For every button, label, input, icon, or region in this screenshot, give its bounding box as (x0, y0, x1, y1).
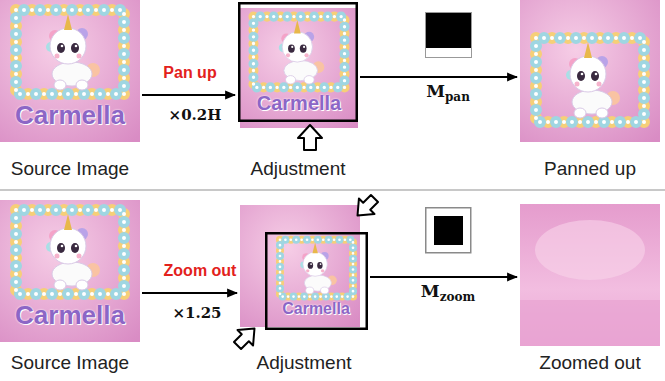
zoom-arrow (350, 191, 383, 224)
zoom-mask (426, 208, 471, 253)
flow-arrow (370, 276, 517, 278)
zoom-arrow (230, 321, 263, 354)
zoomed-image (520, 204, 660, 346)
image-lettering: Carmella (15, 300, 125, 330)
crop-frame (239, 3, 357, 121)
operation-label: Zoom out (164, 262, 237, 279)
pan-up-arrow (298, 125, 322, 150)
label-slot: Carmella (15, 100, 125, 130)
unicorn-picture (16, 10, 124, 94)
image-caption: Panned up (544, 158, 636, 179)
image-panel: Panned up (520, 0, 660, 142)
unicorn-picture (16, 210, 124, 294)
zoom-arrow-shape (350, 191, 383, 224)
unicorn-picture (253, 17, 344, 88)
image-lettering: Carmella (282, 300, 350, 317)
mask-subscript: pan (445, 90, 470, 104)
panned-image (520, 0, 660, 142)
label-slot: Carmella (15, 300, 125, 330)
image-caption: Source Image (11, 158, 129, 179)
flow-arrow (142, 94, 235, 96)
floor (520, 300, 660, 346)
image-caption: Adjustment (250, 158, 345, 179)
caption-slot: Source Image (0, 158, 180, 180)
pan-mask-strip (425, 48, 472, 58)
caption-slot: Panned up (480, 158, 665, 180)
flow-arrow (142, 292, 237, 294)
label-slot: ×0.2H (169, 105, 222, 125)
caption-slot: Source Image (0, 352, 180, 374)
panned-picture (536, 38, 644, 122)
label-slot: Mzoom (421, 281, 475, 301)
edge-label-slot: Pan up (163, 63, 216, 83)
label-slot: Mpan (426, 81, 470, 101)
edge-label-slot: Zoom out (164, 261, 237, 281)
crop-frame (266, 233, 367, 329)
mask-symbol: M (426, 81, 445, 101)
caption-slot: Adjustment (198, 158, 398, 180)
label-slot: Carmella (282, 300, 350, 318)
unicorn-picture (280, 240, 353, 297)
image-caption: Zoomed out (539, 352, 640, 373)
zoom-mask-core (434, 216, 463, 245)
mask-symbol: M (421, 281, 440, 301)
zoom-arrow-shape (230, 321, 263, 354)
caption-slot: Adjustment (200, 352, 408, 374)
amount-label: ×0.2H (169, 106, 222, 124)
image-caption: Adjustment (256, 352, 351, 373)
adjusted-image (240, 205, 360, 327)
image-panel: Zoomed out (520, 204, 660, 346)
row-separator (0, 189, 665, 191)
adjusted-image (240, 8, 358, 128)
image-caption: Source Image (11, 352, 129, 373)
source-image (0, 0, 140, 142)
pan-mask (425, 12, 472, 58)
wall-glow (535, 220, 645, 280)
image-lettering: Carmella (15, 100, 125, 130)
pan-mask-border (426, 13, 472, 58)
label-slot: Carmella (257, 92, 342, 115)
image-lettering: Carmella (257, 92, 342, 114)
mask-subscript: zoom (440, 290, 476, 304)
unicorn-picture (536, 38, 644, 122)
caption-slot: Zoomed out (480, 352, 665, 374)
flow-arrow (360, 76, 517, 78)
operation-label: Pan up (163, 64, 216, 81)
label-slot: ×1.25 (172, 303, 221, 323)
amount-label: ×1.25 (172, 304, 221, 322)
source-image (0, 200, 140, 342)
